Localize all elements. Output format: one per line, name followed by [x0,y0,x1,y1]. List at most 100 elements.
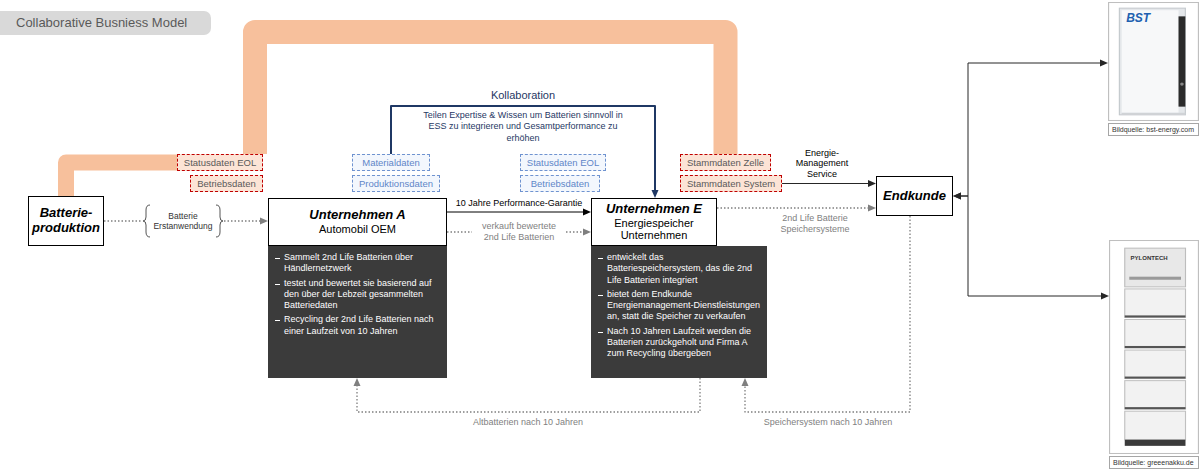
title-tag: Collaborative Busniess Model [0,11,211,35]
node-text: Unternehmen A [272,208,443,223]
data-tag: Statusdaten EOL [520,154,606,171]
company-box: Unternehmen EEnergiespeicher Unternehmen [591,198,717,246]
left-bracket [143,205,150,237]
node-text: Materialdaten [357,157,425,168]
connector-line [447,212,585,213]
module-seam [1125,346,1186,348]
wall-battery-photo [1108,2,1199,121]
connector-line [782,183,870,184]
connector-line [104,220,142,221]
connector-line [959,196,1103,296]
node-text: Betriebsdaten [525,178,595,189]
edge-label: Kollaboration [489,89,557,102]
arrowhead [742,378,749,386]
device-button [1180,82,1184,85]
connector [782,180,876,187]
connector-line [745,216,910,412]
company-box: Unternehmen AAutomobil OEM [268,198,447,246]
arrowhead [1101,293,1109,300]
arrowhead [354,378,361,386]
data-tag: Stammdaten System [680,175,782,192]
node-text: Produktionsdaten [357,178,435,189]
arrowhead [652,190,659,198]
base [1125,440,1186,446]
node-text: Bildquelle: greeenakku.de [1109,456,1199,469]
photo-frame [1109,3,1199,121]
node-text: Bildquelle: bst-energy.com [1108,123,1199,136]
arrowhead [583,229,591,236]
connector-line [959,63,1102,196]
node-text: Batterie- produktion [32,206,100,236]
control-bar [1129,277,1181,280]
arrowhead [1100,60,1108,67]
node-subtext: Recycling der 2nd Life Batterien nach ei… [274,314,441,337]
node-text: Statusdaten EOL [525,157,601,168]
node-subtext: bietet dem Endkunde Energiemanagement-Di… [597,289,761,323]
arrowhead [953,193,961,200]
brand-logo: BST [1126,11,1150,25]
data-tag: Statusdaten EOL [177,154,263,171]
node-text: Endkunde [881,189,948,204]
edge-label: 10 Jahre Performance-Garantie [454,198,585,209]
edge-label: Energie-Management Service [784,148,860,180]
data-tag: Betriebsdaten [190,175,263,192]
edge-label: verkauft bewertete 2nd Life Batterien [472,221,566,243]
product-photo: Bildquelle: bst-energy.com [1108,2,1199,136]
edge-label: 2nd Life Batterie Speichersysteme [768,213,862,235]
module [1125,411,1186,440]
module-seam [1125,377,1186,379]
connector [104,221,142,222]
node-subtext: Nach 10 Jahren Laufzeit werden die Batte… [597,326,761,360]
arrowhead [260,218,268,225]
note-text: Teilen Expertise & Wissen um Batterien s… [419,110,628,144]
edge-label: Altbatterien nach 10 Jahren [471,417,585,428]
customer-box: Endkunde [876,176,953,216]
edge-label: Speichersystem nach 10 Jahren [762,417,895,428]
node-text: Unternehmen E [595,202,713,217]
node-text: Statusdaten EOL [182,157,258,168]
module [1125,289,1186,318]
connector [224,218,268,225]
data-tag: Stammdaten Zelle [680,154,771,171]
process-box: Batterie- produktion [28,196,104,246]
node-subtext: testet und bewertet sie basierend auf de… [274,278,441,312]
connector-line [66,163,177,197]
node-text: Batterie Erstanwendung [152,211,214,231]
data-tag: Betriebsdaten [520,175,600,192]
bracketed-step: Batterie Erstanwendung [142,204,224,238]
arrowhead [868,180,876,187]
connector [717,205,876,212]
connector [953,193,1109,300]
device-shadow [1122,113,1186,115]
connector-line [717,207,870,208]
node-text: Stammdaten Zelle [685,157,766,168]
connector-line [357,378,700,412]
node-subtext: Energiespeicher Unternehmen [595,217,713,242]
description-box: entwickelt das Batteriespeichersystem, d… [591,246,767,378]
module [1125,350,1186,379]
arrowhead [583,209,591,216]
connector [953,60,1108,200]
module [1125,381,1186,410]
stacked-battery-photo [1109,240,1199,454]
node-text: Stammdaten System [685,178,777,189]
module-seam [1125,407,1186,409]
device-housing [1119,8,1185,115]
product-photo: Bildquelle: greeenakku.de [1109,240,1199,469]
node-subtext: Automobil OEM [272,223,443,236]
device-strip [1179,16,1186,106]
module [1125,319,1186,348]
control-unit [1125,248,1186,287]
arrowhead [953,193,961,200]
data-tag: Materialdaten [352,154,430,171]
data-tag: Produktionsdaten [352,175,440,192]
connector-line [224,220,262,221]
node-text: entwickelt das Batteriespeichersystem, d… [597,252,761,286]
arrowhead [868,205,876,212]
connector [354,378,701,412]
right-bracket [216,205,223,237]
device-front [1122,10,1179,113]
data-flow-band [66,163,177,197]
node-text: Sammelt 2nd Life Batterien über Händlern… [274,252,441,275]
